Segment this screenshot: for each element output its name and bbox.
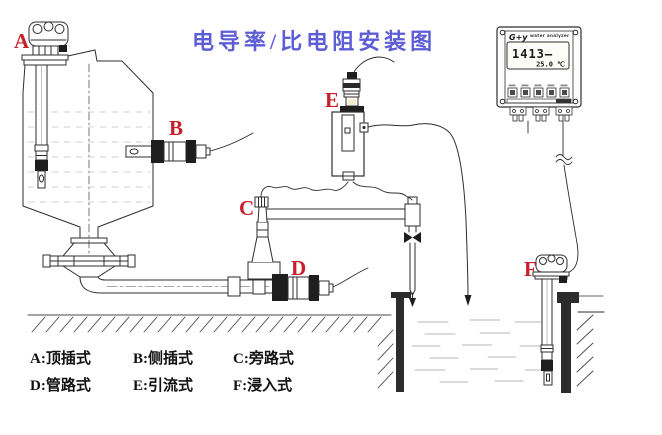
legend-item: B:侧插式: [133, 351, 194, 367]
label-e: E: [325, 88, 339, 112]
meter-keypad: [507, 87, 570, 98]
sensor-f-immersion: [532, 254, 570, 386]
legend-item: D:管路式: [30, 378, 91, 394]
meter-button: [546, 87, 557, 98]
ground-hatching-right: [576, 314, 594, 387]
meter-terminals: [509, 106, 573, 122]
meter-cable: [527, 120, 579, 278]
meter-button: [533, 87, 544, 98]
meter-product-name: water analyzer: [530, 33, 570, 38]
meter-lcd-temperature: 25.0 ℃: [536, 61, 565, 69]
basin-right-wall: [557, 292, 605, 393]
meter-button: [507, 87, 518, 98]
sensor-a-top: [21, 21, 69, 189]
ground-hatching-left: [27, 314, 394, 389]
label-f: F: [524, 257, 537, 281]
legend: A:顶插式 B:侧插式 C:旁路式 D:管路式 E:引流式 F:浸入式: [30, 347, 353, 395]
sample-tube: [260, 181, 349, 198]
sensor-e-flowcell: [331, 56, 472, 306]
sensor-labels: A B C D E F: [14, 29, 537, 281]
outlet-tube: [367, 123, 469, 297]
label-c: C: [239, 196, 254, 220]
label-b: B: [169, 116, 183, 140]
sensor-e-cable: [351, 56, 395, 77]
legend-item: A:顶插式: [30, 351, 91, 367]
sensor-b-cable: [209, 132, 254, 152]
legend-item: C:旁路式: [233, 351, 294, 367]
basin-water-marks: [411, 319, 551, 383]
page-title: 电导率/比电阻安装图: [192, 29, 437, 54]
label-d: D: [291, 256, 306, 280]
meter-key-labels: [508, 84, 568, 87]
bypass-drain-line: [266, 196, 421, 307]
drain-valve-icon: [404, 232, 413, 243]
drain-tube: [352, 181, 413, 201]
cable-break-icon: [555, 154, 573, 165]
pipe-union: [227, 276, 241, 297]
meter-brand: G+y: [509, 33, 528, 42]
process-pipe: [79, 276, 274, 297]
controller-meter: G+y water analyzer 1413— 25.0 ℃: [496, 26, 582, 278]
sensor-d-inline: [272, 267, 369, 301]
tank-bottom-flange: [42, 237, 136, 278]
basin-left-wall: [391, 292, 411, 392]
flow-arrow-icon: [409, 298, 416, 307]
sensor-b-side: [125, 132, 254, 163]
legend-item: E:引流式: [133, 378, 194, 394]
legend-item: F:浸入式: [233, 378, 293, 394]
meter-button: [520, 87, 531, 98]
meter-button: [559, 87, 570, 98]
sensor-d-cable: [332, 267, 369, 288]
label-a: A: [14, 29, 30, 53]
meter-lcd-reading: 1413—: [512, 47, 553, 61]
flow-arrow-icon: [464, 295, 472, 306]
